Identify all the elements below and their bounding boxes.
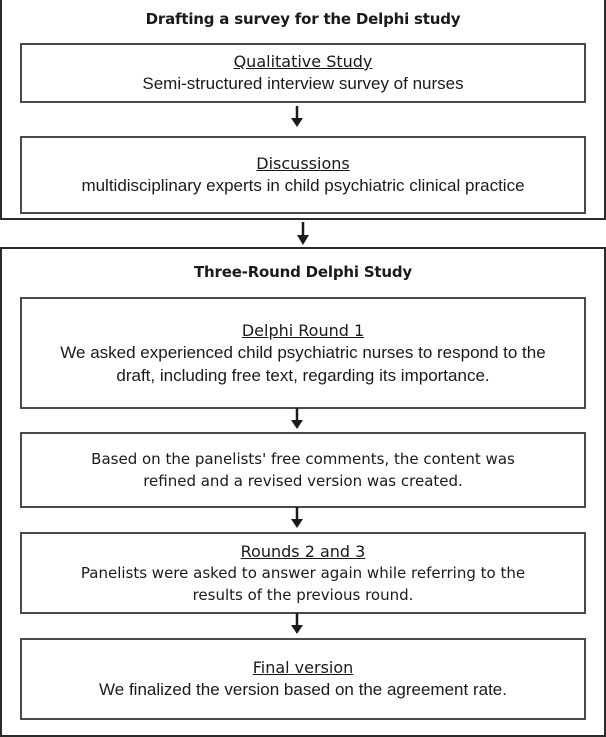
drafting-survey-title: Drafting a survey for the Delphi study <box>145 10 461 28</box>
revised-version-text-line2: refined and a revised version was create… <box>143 472 463 490</box>
delphi-round-1-text-line1: We asked experienced child psychiatric n… <box>60 342 546 362</box>
qualitative-study-text: Semi-structured interview survey of nurs… <box>142 74 464 93</box>
revised-version-box: Based on the panelists' free comments, t… <box>20 432 586 508</box>
final-version-text: We finalized the version based on the ag… <box>99 680 507 699</box>
rounds-2-and-3-heading: Rounds 2 and 3 <box>240 541 366 561</box>
revised-version-text-line1: Based on the panelists' free comments, t… <box>91 450 515 468</box>
rounds-2-and-3-box: Rounds 2 and 3 Panelists were asked to a… <box>20 532 586 614</box>
down-arrow-icon <box>290 507 304 528</box>
delphi-study-title: Three-Round Delphi Study <box>194 263 412 281</box>
discussions-box: Discussions multidisciplinary experts in… <box>20 136 586 214</box>
rounds-2-and-3-text-line1: Panelists were asked to answer again whi… <box>80 563 526 582</box>
qualitative-study-box: Qualitative Study Semi-structured interv… <box>20 43 586 103</box>
discussions-text: multidisciplinary experts in child psych… <box>81 176 525 195</box>
delphi-study-section: Three-Round Delphi Study Delphi Round 1 … <box>0 247 606 737</box>
down-arrow-icon <box>290 106 304 127</box>
qualitative-study-heading: Qualitative Study <box>233 52 373 71</box>
final-version-heading: Final version <box>252 658 354 677</box>
delphi-round-1-box: Delphi Round 1 We asked experienced chil… <box>20 297 586 409</box>
delphi-round-1-heading: Delphi Round 1 <box>241 320 365 340</box>
final-version-box: Final version We finalized the version b… <box>20 638 586 720</box>
down-arrow-icon <box>290 613 304 634</box>
drafting-survey-section: Drafting a survey for the Delphi study Q… <box>0 0 606 220</box>
delphi-round-1-text-line2: draft, including free text, regarding it… <box>116 365 490 385</box>
down-arrow-icon <box>290 408 304 429</box>
discussions-heading: Discussions <box>256 154 350 173</box>
rounds-2-and-3-text-line2: results of the previous round. <box>192 585 414 604</box>
down-arrow-icon <box>296 222 310 245</box>
